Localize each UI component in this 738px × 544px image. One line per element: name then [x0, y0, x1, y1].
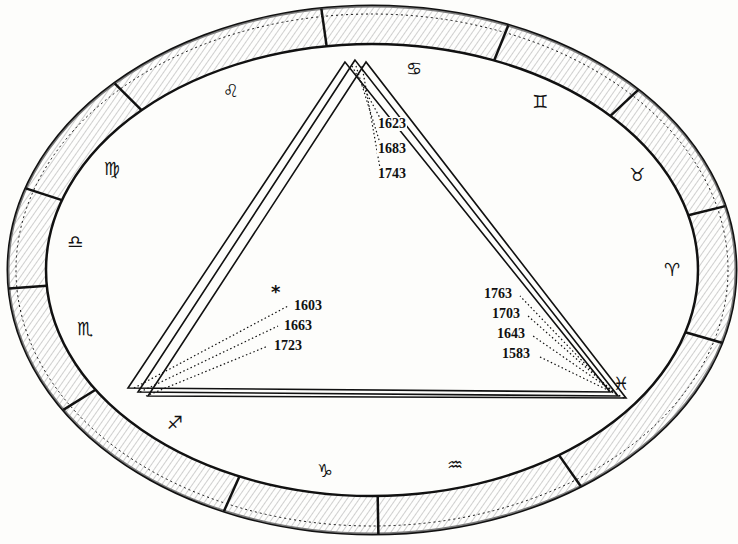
sign-divider	[63, 390, 95, 410]
sign-dividers	[9, 9, 725, 534]
trigon-lines	[128, 60, 626, 398]
conjunction-year: 1763	[483, 287, 513, 301]
date-leaders	[134, 66, 624, 398]
sign-divider	[494, 25, 508, 60]
conjunction-year: 1583	[501, 347, 531, 361]
sign-divider	[321, 9, 326, 47]
zodiac-sign: ♏	[77, 320, 93, 338]
conjunction-year: 1743	[377, 167, 407, 181]
sign-divider	[224, 476, 239, 511]
sign-divider	[610, 90, 638, 116]
sign-divider	[115, 83, 142, 110]
conjunction-year: 1683	[377, 142, 407, 156]
zodiac-sign: ♋	[406, 60, 422, 78]
conjunction-year: 1703	[491, 307, 521, 321]
zodiac-sign: ♌	[223, 82, 239, 100]
conjunction-year: 1663	[283, 319, 313, 333]
conjunction-year: 1623	[377, 117, 407, 131]
sign-divider	[376, 496, 379, 534]
zodiac-sign: ♎	[67, 233, 83, 251]
zodiac-sign: ♒	[447, 456, 463, 474]
zodiac-sign: ♐	[167, 414, 183, 432]
zodiac-sign: ♑	[317, 462, 333, 480]
zodiac-sign: ♈	[664, 261, 680, 279]
zodiac-band	[8, 6, 736, 534]
zodiac-sign: ♍	[104, 160, 120, 178]
sign-divider	[685, 332, 722, 342]
star-mark: *	[271, 283, 280, 301]
zodiac-sign: ♊	[532, 93, 548, 111]
sign-divider	[26, 188, 62, 200]
zodiac-sign: ♉	[629, 166, 645, 184]
sign-divider	[9, 286, 47, 289]
inner-rim	[46, 44, 698, 496]
conjunction-year: 1643	[496, 327, 526, 341]
zodiac-sign: ♓	[613, 375, 629, 393]
sign-divider	[559, 455, 581, 486]
conjunction-year: 1723	[273, 339, 303, 353]
conjunction-year: 1603	[293, 299, 323, 313]
sign-divider	[688, 206, 725, 215]
